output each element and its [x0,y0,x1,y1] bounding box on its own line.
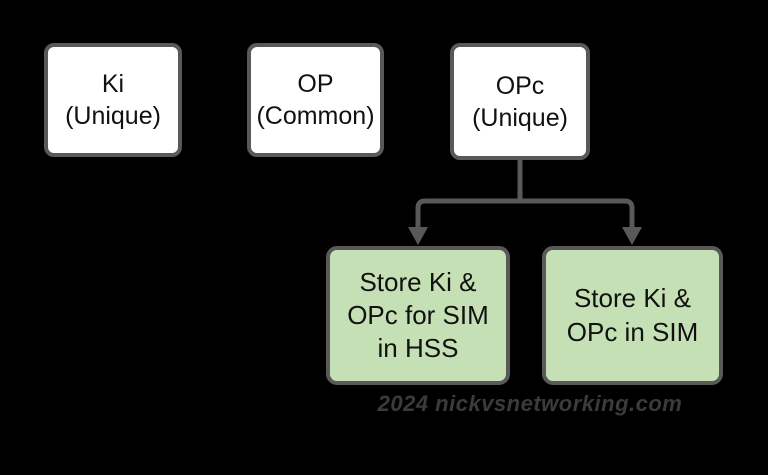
node-opc-unique: OPc (Unique) [450,43,590,160]
watermark-text: 2024 nickvsnetworking.com [377,391,683,416]
arrowhead-left-icon [408,227,428,245]
node-store-ki-opc-hss: Store Ki & OPc for SIM in HSS [326,246,510,385]
connector-branch-line [415,198,635,232]
node-store-ki-opc-sim: Store Ki & OPc in SIM [542,246,723,385]
node-op-common: OP (Common) [247,43,384,157]
node-ki-unique: Ki (Unique) [44,43,182,157]
arrowhead-right-icon [622,227,642,245]
